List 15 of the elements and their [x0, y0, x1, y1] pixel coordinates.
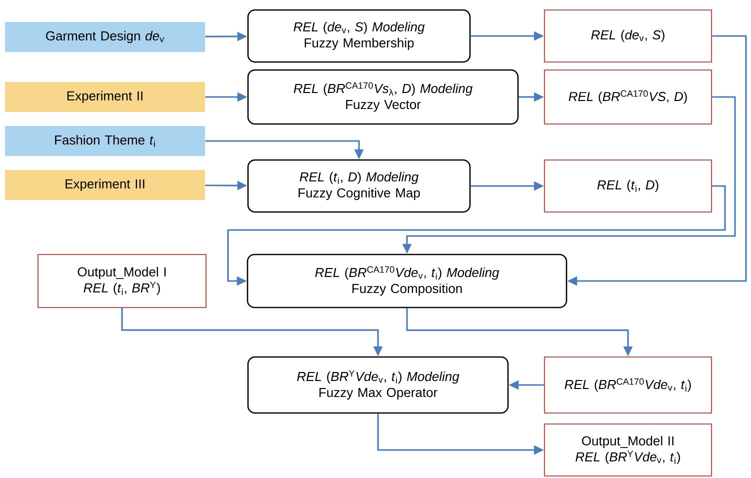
result-box: Output_Model I REL (t$_{i}$, BR$^{Y}$): [37, 254, 207, 308]
result-box: REL (de$_{v}$, S): [544, 9, 712, 63]
process-box: REL (BR$^{Y}$Vde$_{v}$, t$_{i}$) Modeling Fuzzy Max Operator: [247, 356, 509, 414]
result-box: REL (BR$^{CA170}$Vde$_{v}$, t$_{i}$): [544, 356, 712, 414]
result-box: Output_Model II REL (BR$^{Y}$Vde$_{v}$, t$_{i}$): [544, 423, 712, 477]
process-box: REL (t$_{i}$, D) Modeling Fuzzy Cognitive Map: [247, 159, 471, 213]
result-box: REL (BR$^{CA170}$VS, D): [544, 69, 712, 125]
process-box: REL (BR$^{CA170}$Vs$_{λ}$, D) Modeling Fuzzy Vector: [247, 69, 519, 125]
result-box: REL (t$_{i}$, D): [544, 159, 712, 213]
input-band: Fashion Theme t$_{i}$: [5, 126, 205, 156]
process-box: REL (de$_{v}$, S) Modeling Fuzzy Membership: [247, 9, 471, 63]
process-box: REL (BR$^{CA170}$Vde$_{v}$, t$_{i}$) Modeling Fuzzy Composition: [246, 254, 568, 308]
input-band: Experiment II: [5, 82, 205, 112]
input-band: Garment Design de$_{v}$: [5, 22, 205, 52]
input-band: Experiment III: [5, 170, 205, 200]
